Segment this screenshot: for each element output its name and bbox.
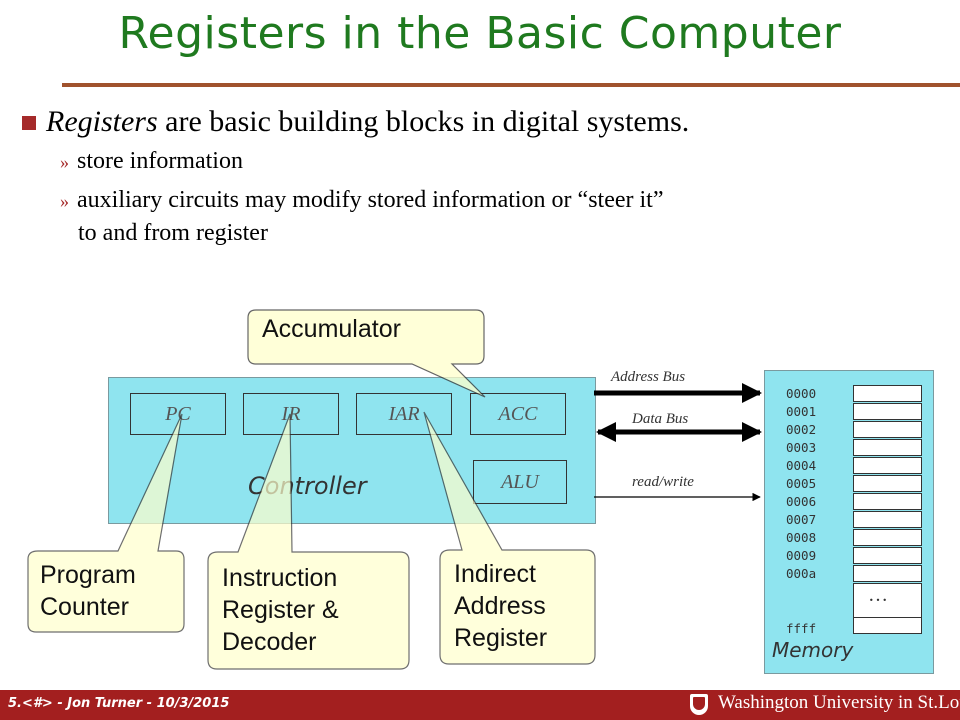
- memory-cell: [853, 421, 922, 438]
- pc-callout: [27, 413, 185, 633]
- sub-bullet-1: » store information: [60, 148, 243, 175]
- memory-cell: [853, 617, 922, 634]
- iar-callout-line3: Register: [454, 624, 548, 652]
- memory-label: Memory: [772, 638, 854, 662]
- memory-cell: [853, 493, 922, 510]
- rw-label: read/write: [632, 474, 694, 490]
- sub-marker-icon: »: [60, 191, 69, 211]
- memory-address: 0006: [786, 494, 817, 509]
- iar-callout-line2: Address: [454, 592, 546, 620]
- memory-address: 0001: [786, 404, 817, 419]
- slide-title: Registers in the Basic Computer: [118, 8, 842, 59]
- memory-cell: [853, 457, 922, 474]
- memory-address: 0003: [786, 440, 817, 455]
- bullet-square-icon: [22, 116, 36, 130]
- memory-address: 0005: [786, 476, 817, 491]
- memory-cell: [853, 565, 922, 582]
- memory-address: 0009: [786, 548, 817, 563]
- alu-box: ALU: [473, 460, 567, 504]
- bullet-line: Registers are basic building blocks in d…: [46, 105, 689, 139]
- memory-cell: [853, 385, 922, 402]
- bullet-text: are basic building blocks in digital sys…: [157, 105, 690, 138]
- footer-slide-info: 5.<#> - Jon Turner - 10/3/2015: [8, 696, 230, 711]
- accumulator-callout: [247, 309, 486, 398]
- pc-callout-line1: Program: [40, 561, 136, 589]
- memory-ellipsis: …: [868, 584, 891, 606]
- memory-cell: [853, 511, 922, 528]
- footer-bar: [0, 690, 960, 720]
- sub-bullet-2-text: auxiliary circuits may modify stored inf…: [77, 187, 664, 213]
- register-iar: IAR: [356, 393, 452, 435]
- pc-callout-line2: Counter: [40, 593, 129, 621]
- memory-cell: [853, 547, 922, 564]
- iar-callout: [423, 411, 596, 665]
- ir-callout-line1: Instruction: [222, 564, 338, 592]
- accumulator-callout-text: Accumulator: [262, 315, 401, 343]
- memory-address: 000a: [786, 566, 817, 581]
- sub-bullet-1-text: store information: [77, 148, 243, 174]
- sub-marker-icon: »: [60, 152, 69, 172]
- register-acc: ACC: [470, 393, 566, 435]
- university-shield-icon: [690, 694, 708, 715]
- memory-address: 0000: [786, 386, 817, 401]
- memory-cell: [853, 439, 922, 456]
- ir-callout-line3: Decoder: [222, 628, 317, 656]
- title-rule: [62, 83, 960, 87]
- memory-cell: [853, 475, 922, 492]
- memory-cell: [853, 403, 922, 420]
- memory-address: 0008: [786, 530, 817, 545]
- address-bus-label: Address Bus: [611, 369, 686, 385]
- register-ir: IR: [243, 393, 339, 435]
- sub-bullet-2-cont: to and from register: [78, 220, 268, 246]
- sub-bullet-2: » auxiliary circuits may modify stored in…: [60, 187, 664, 214]
- memory-address: 0004: [786, 458, 817, 473]
- memory-address: 0002: [786, 422, 817, 437]
- iar-callout-line1: Indirect: [454, 560, 536, 588]
- footer-university: Washington University in St.Louis: [718, 692, 960, 713]
- memory-cell: [853, 529, 922, 546]
- memory-address: 0007: [786, 512, 817, 527]
- bullet-term: Registers: [46, 105, 158, 138]
- ir-callout: [207, 413, 410, 670]
- ir-callout-line2: Register &: [222, 596, 339, 624]
- memory-address-last: ffff: [786, 621, 817, 636]
